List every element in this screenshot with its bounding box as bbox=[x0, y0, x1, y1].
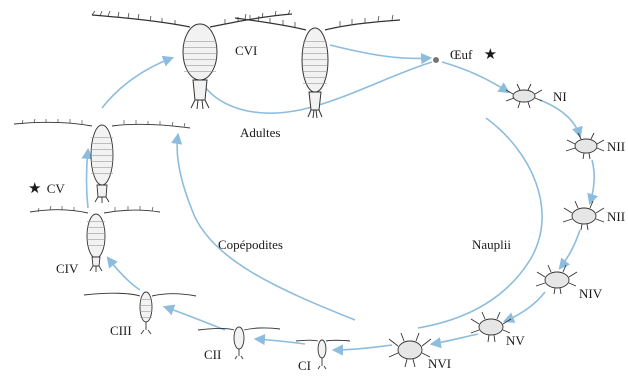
nauplius-nii bbox=[566, 133, 604, 159]
star-icon: ★ bbox=[28, 181, 41, 197]
arrow-cii-to-ciii bbox=[165, 307, 225, 330]
arrow-nauplii-loop bbox=[418, 118, 542, 328]
label-nvi: NVI bbox=[428, 357, 451, 370]
arrow-egg-to-ni bbox=[442, 62, 508, 92]
label-cv: ★ CV bbox=[28, 182, 65, 197]
label-nv: NV bbox=[506, 334, 525, 347]
arrow-copepodites-loop bbox=[177, 135, 355, 320]
arrow-ni-to-nii bbox=[540, 100, 580, 136]
nauplius-niv bbox=[536, 265, 577, 294]
label-cii: CII bbox=[204, 348, 221, 361]
cvi-adult-right bbox=[235, 14, 400, 118]
copepodite-civ bbox=[30, 206, 160, 272]
cvi-adult-left bbox=[92, 10, 292, 109]
nauplius-nv bbox=[471, 312, 511, 342]
egg-dot bbox=[433, 57, 438, 62]
arrow-civ-to-cv bbox=[87, 150, 89, 208]
arrow-ciii-to-civ bbox=[108, 258, 140, 290]
arrow-niii-to-niv bbox=[560, 230, 580, 268]
arrow-cvi-to-egg bbox=[330, 45, 430, 58]
label-adults: Adultes bbox=[240, 126, 280, 139]
arrow-nv-to-nvi bbox=[432, 334, 478, 344]
egg-label-text: Œuf bbox=[450, 47, 472, 62]
label-egg: Œuf ★ bbox=[450, 48, 499, 63]
label-cvi: CVI bbox=[235, 44, 257, 57]
label-nii: NII bbox=[607, 140, 625, 153]
arrow-nii-to-niii bbox=[590, 160, 594, 203]
label-ci: CI bbox=[298, 359, 311, 372]
arrow-niv-to-nv bbox=[505, 292, 545, 321]
label-niii: NII bbox=[607, 210, 625, 223]
label-ciii: CIII bbox=[110, 324, 132, 337]
arrow-cv-to-cvi bbox=[102, 58, 172, 108]
nauplius-ni bbox=[506, 84, 542, 108]
cv-label-text: CV bbox=[47, 181, 65, 196]
label-nauplii: Nauplii bbox=[470, 238, 513, 251]
label-copepodites: Copépodites bbox=[218, 238, 283, 251]
label-civ: CIV bbox=[56, 262, 78, 275]
star-icon: ★ bbox=[484, 47, 497, 63]
label-niv: NIV bbox=[579, 287, 602, 300]
nauplius-niii bbox=[563, 201, 604, 230]
arrow-nvi-to-ci bbox=[334, 345, 392, 350]
label-ni: NI bbox=[553, 90, 567, 103]
arrow-ci-to-cii bbox=[256, 339, 305, 344]
nauplius-nvi bbox=[389, 333, 431, 367]
